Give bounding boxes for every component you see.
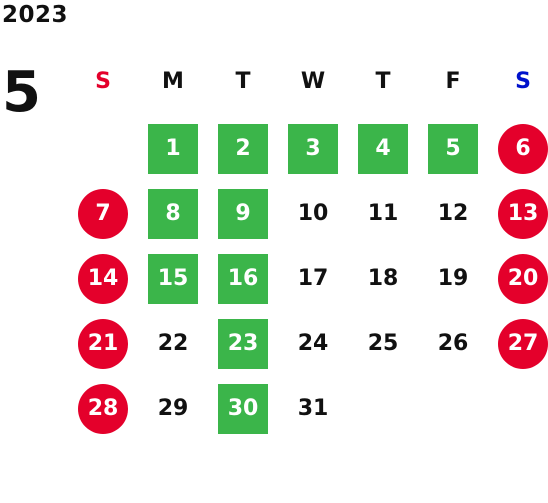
- day-cell: 6: [488, 116, 548, 181]
- highlighted-day: 23: [218, 318, 268, 369]
- highlighted-day: 4: [358, 123, 408, 174]
- holiday-day: 20: [498, 253, 548, 304]
- day-cell: 28: [68, 376, 138, 441]
- day-number: 17: [297, 266, 329, 291]
- weekday-header-0: S: [95, 68, 111, 94]
- highlighted-day: 1: [148, 123, 198, 174]
- weekday-header-4: T: [375, 68, 391, 94]
- day-cell: 15: [138, 246, 208, 311]
- day-cell: 24: [278, 311, 348, 376]
- year-label: 2023: [2, 2, 69, 28]
- day-cell: 21: [68, 311, 138, 376]
- highlighted-day: 2: [218, 123, 268, 174]
- holiday-day: 21: [78, 318, 128, 369]
- day-number: 19: [437, 266, 469, 291]
- holiday-day: 6: [498, 123, 548, 174]
- day-cell: 19: [418, 246, 488, 311]
- empty-cell: [418, 376, 488, 441]
- day-cell: 13: [488, 181, 548, 246]
- holiday-day: 13: [498, 188, 548, 239]
- day-cell: 27: [488, 311, 548, 376]
- day-cell: 12: [418, 181, 488, 246]
- day-number: 29: [157, 396, 189, 421]
- day-cell: 25: [348, 311, 418, 376]
- highlighted-day: 15: [148, 253, 198, 304]
- day-number: 11: [367, 201, 399, 226]
- day-cell: 29: [138, 376, 208, 441]
- day-number: 25: [367, 331, 399, 356]
- day-cell: 4: [348, 116, 418, 181]
- day-number: 31: [297, 396, 329, 421]
- day-cell: 2: [208, 116, 278, 181]
- day-cell: 17: [278, 246, 348, 311]
- holiday-day: 28: [78, 383, 128, 434]
- day-number: 18: [367, 266, 399, 291]
- weekday-header-1: M: [162, 68, 184, 94]
- day-cell: 3: [278, 116, 348, 181]
- day-cell: 16: [208, 246, 278, 311]
- day-cell: 11: [348, 181, 418, 246]
- empty-cell: [348, 376, 418, 441]
- day-cell: 10: [278, 181, 348, 246]
- day-cell: 20: [488, 246, 548, 311]
- weekday-header-2: T: [235, 68, 251, 94]
- weekday-header-3: W: [300, 68, 326, 94]
- day-number: 24: [297, 331, 329, 356]
- holiday-day: 7: [78, 188, 128, 239]
- day-cell: 14: [68, 246, 138, 311]
- day-number: 12: [437, 201, 469, 226]
- holiday-day: 14: [78, 253, 128, 304]
- empty-cell: [68, 116, 138, 181]
- highlighted-day: 8: [148, 188, 198, 239]
- highlighted-day: 5: [428, 123, 478, 174]
- day-number: 22: [157, 331, 189, 356]
- highlighted-day: 16: [218, 253, 268, 304]
- day-cell: 8: [138, 181, 208, 246]
- day-cell: 31: [278, 376, 348, 441]
- weekday-header-5: F: [445, 68, 461, 94]
- day-cell: 9: [208, 181, 278, 246]
- empty-cell: [488, 376, 548, 441]
- weekday-header-6: S: [515, 68, 531, 94]
- day-cell: 26: [418, 311, 488, 376]
- day-cell: 23: [208, 311, 278, 376]
- holiday-day: 27: [498, 318, 548, 369]
- month-number: 5: [2, 60, 41, 125]
- highlighted-day: 3: [288, 123, 338, 174]
- day-number: 26: [437, 331, 469, 356]
- day-cell: 22: [138, 311, 208, 376]
- day-number: 10: [297, 201, 329, 226]
- day-cell: 1: [138, 116, 208, 181]
- day-cell: 7: [68, 181, 138, 246]
- day-cell: 18: [348, 246, 418, 311]
- highlighted-day: 30: [218, 383, 268, 434]
- highlighted-day: 9: [218, 188, 268, 239]
- day-cell: 5: [418, 116, 488, 181]
- day-cell: 30: [208, 376, 278, 441]
